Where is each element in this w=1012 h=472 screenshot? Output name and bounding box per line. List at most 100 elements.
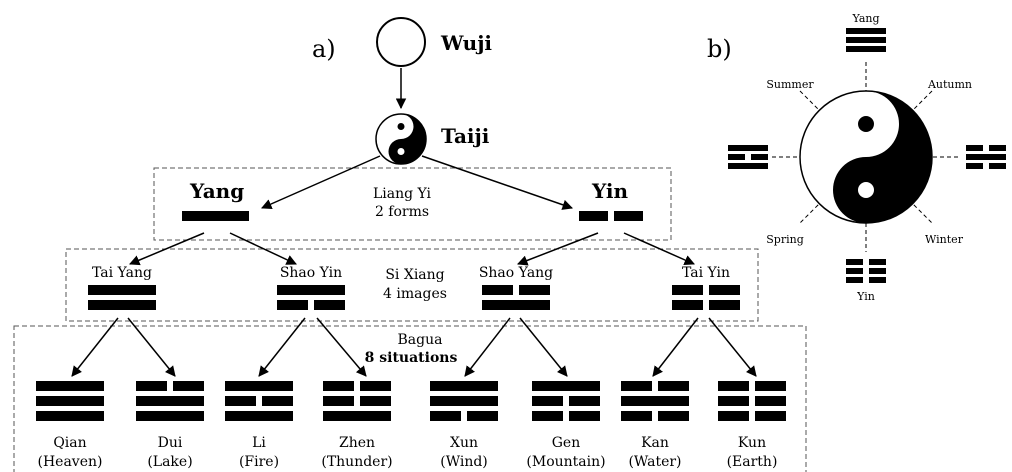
arrow-taiyang-dui xyxy=(127,317,176,377)
yin-line-left xyxy=(966,145,983,151)
yang-line xyxy=(621,396,689,406)
yin-line-left xyxy=(672,300,703,310)
yin-line-right xyxy=(869,259,886,265)
si-xiang-title: Si Xiang xyxy=(385,267,444,283)
yin-line-left xyxy=(323,396,354,406)
yin-line-right xyxy=(262,396,293,406)
trigram-name: Xun xyxy=(450,435,478,451)
bagua-subtitle: 8 situations xyxy=(365,350,458,366)
trigram-meaning: (Thunder) xyxy=(321,454,392,470)
yang-line xyxy=(482,300,550,310)
arrow-shaoyang-gen xyxy=(519,317,568,377)
bagua-trigram xyxy=(36,381,104,421)
yin-line-left xyxy=(846,259,863,265)
yin-line-left xyxy=(718,396,749,406)
si-xiang-images: Tai Yang Shao Yin Shao Yang Tai Yin xyxy=(88,265,740,310)
panel-b-label: b) xyxy=(707,35,732,63)
yin-line-right xyxy=(751,154,768,160)
bagua-trigram xyxy=(532,381,600,421)
wuji-circle xyxy=(376,17,426,67)
si-xiang-label: Tai Yang xyxy=(92,265,152,281)
yin-line-right xyxy=(614,211,643,221)
yin-line-left xyxy=(846,268,863,274)
compass-trigram-left xyxy=(728,145,768,169)
si-xiang-label: Tai Yin xyxy=(682,265,730,281)
yin-line-right xyxy=(869,268,886,274)
bagua-trigram xyxy=(136,381,204,421)
yang-label: Yang xyxy=(189,179,244,203)
yin-line-right xyxy=(314,300,345,310)
yin-line-left xyxy=(718,411,749,421)
si-xiang-label: Shao Yang xyxy=(479,265,553,281)
si-xiang-image xyxy=(88,285,156,310)
yang-line xyxy=(846,37,886,43)
trigram-meaning: (Lake) xyxy=(147,454,192,470)
si-xiang-image xyxy=(482,285,550,310)
arrow-shaoyin-zhen xyxy=(316,317,367,377)
yang-line xyxy=(728,163,768,169)
yang-line xyxy=(532,381,600,391)
yin-line-right xyxy=(755,396,786,406)
yin-line-right xyxy=(467,411,498,421)
yin-line-left xyxy=(672,285,703,295)
yang-line xyxy=(430,396,498,406)
trigram-meaning: (Mountain) xyxy=(526,454,605,470)
large-taiji-symbol xyxy=(799,90,933,224)
si-xiang-subtitle: 4 images xyxy=(383,286,447,302)
liang-yi-subtitle: 2 forms xyxy=(375,204,429,220)
winter-label: Winter xyxy=(925,233,964,246)
yin-line-left xyxy=(966,163,983,169)
yin-line-right xyxy=(569,411,600,421)
bagua-trigram xyxy=(430,381,498,421)
yang-line xyxy=(728,145,768,151)
yin-line-right xyxy=(360,396,391,406)
trigram-meaning: (Heaven) xyxy=(38,454,103,470)
yang-line xyxy=(323,411,391,421)
trigram-name: Gen xyxy=(552,435,581,451)
yang-line xyxy=(966,154,1006,160)
si-xiang-label: Shao Yin xyxy=(280,265,342,281)
bagua-trigrams: Qian(Heaven)Dui(Lake)Li(Fire)Zhen(Thunde… xyxy=(36,381,786,470)
arrow-yang-taiyang xyxy=(129,232,205,266)
yin-line-right xyxy=(173,381,204,391)
yin-line-right xyxy=(989,163,1006,169)
yang-line xyxy=(88,300,156,310)
yin-line-right xyxy=(755,411,786,421)
yin-line-right xyxy=(989,145,1006,151)
arrow-yin-taiyin xyxy=(623,232,695,265)
summer-label: Summer xyxy=(766,78,814,91)
yang-line xyxy=(182,211,249,221)
yin-line-left xyxy=(718,381,749,391)
yin-line-left xyxy=(430,411,461,421)
bagua-trigram xyxy=(621,381,689,421)
trigram-meaning: (Water) xyxy=(628,454,681,470)
compass-trigram-bottom xyxy=(846,259,886,283)
trigram-meaning: (Fire) xyxy=(239,454,279,470)
yang-line xyxy=(846,46,886,52)
panel-a-label: a) xyxy=(312,35,336,63)
yin-line-left xyxy=(532,396,563,406)
wuji-label: Wuji xyxy=(440,31,492,55)
si-xiang-image xyxy=(277,285,345,310)
trigram-name: Kun xyxy=(738,435,766,451)
yin-line-left xyxy=(579,211,608,221)
bagua-trigram xyxy=(718,381,786,421)
yin-line-left xyxy=(482,285,513,295)
yang-line xyxy=(136,411,204,421)
trigram-name: Qian xyxy=(53,435,86,451)
yin-line-left xyxy=(277,300,308,310)
yin-line-right xyxy=(658,411,689,421)
arrow-taiyin-kun xyxy=(708,317,757,377)
arrow-taiji-yin xyxy=(421,155,573,210)
arrow-taiyang-qian xyxy=(71,317,119,377)
taiji-symbol xyxy=(375,113,427,165)
yin-line-right xyxy=(709,300,740,310)
yin-line-left xyxy=(846,277,863,283)
trigram-name: Dui xyxy=(158,435,183,451)
arrow-shaoyin-li xyxy=(258,317,306,377)
yin-line-right xyxy=(360,381,391,391)
spring-label: Spring xyxy=(766,233,803,246)
bagua-title: Bagua xyxy=(398,332,443,348)
arrow-taiyin-kan xyxy=(652,317,699,377)
